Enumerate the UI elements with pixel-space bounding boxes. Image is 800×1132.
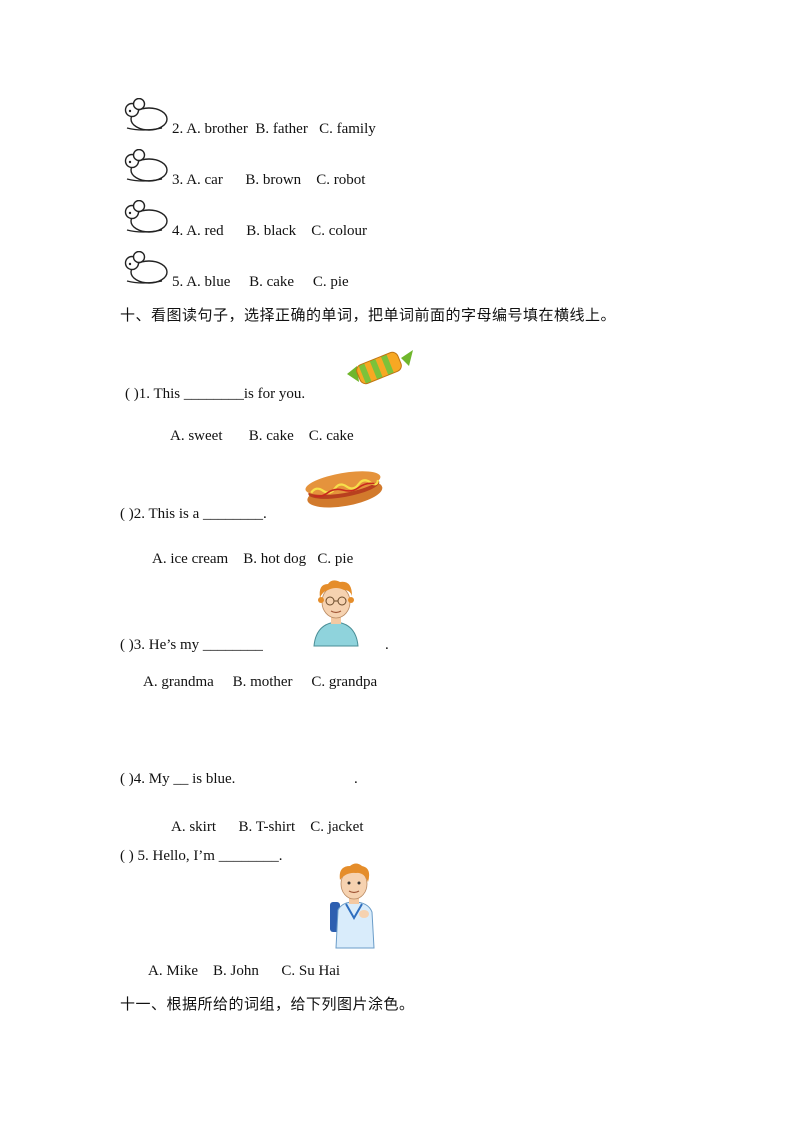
question-2-options: A. ice cream B. hot dog C. pie [152,551,353,568]
option-c: C. pie [312,274,349,290]
question-3-options: A. grandma B. mother C. grandpa [143,674,377,691]
question-1-options: A. sweet B. cake C. cake [170,428,354,445]
option-a: A. red [186,223,224,239]
mouse-icon [124,149,168,182]
option-c: C. family [319,121,376,137]
question-2-stem: ( )2. This is a ________. [120,506,267,522]
question-5-stem: ( ) 5. Hello, I’m ________. [120,848,283,864]
option-c: C. grandpa [311,674,378,690]
option-b: B. hot dog [243,551,307,567]
option-b: B. brown [245,172,302,188]
mouse-icon [124,98,168,131]
question-number: 4. [172,223,184,239]
question-number: 5. [172,274,184,290]
option-c: C. pie [317,551,354,567]
phonics-row-2: 2. A. brother B. father C. family [172,121,376,138]
grandpa-picture [313,580,359,647]
phonics-row-3: 3. A. car B. brown C. robot [172,172,365,189]
phonics-row-4: 4. A. red B. black C. colour [172,223,367,240]
option-b: B. mother [232,674,293,690]
question-3-period: . [385,637,389,653]
option-c: C. colour [311,223,368,239]
option-a: A. brother [186,121,248,137]
option-b: B. cake [248,428,294,444]
question-4-stem: ( )4. My __ is blue. [120,771,236,787]
option-c: C. jacket [310,819,364,835]
option-a: A. skirt [171,819,216,835]
phonics-row-5: 5. A. blue B. cake C. pie [172,274,349,291]
option-a: A. Mike [148,963,198,979]
sweet-candy-picture [347,350,413,385]
option-a: A. sweet [170,428,223,444]
mouse-icon [124,251,168,284]
question-1-stem: ( )1. This ________is for you. [125,386,306,402]
option-c: C. Su Hai [281,963,341,979]
option-b: B. T-shirt [238,819,296,835]
option-a: A. grandma [143,674,214,690]
option-b: B. cake [249,274,295,290]
question-3-stem: ( )3. He’s my ________ [120,637,263,653]
option-a: A. car [186,172,223,188]
question-5-options: A. Mike B. John C. Su Hai [148,963,340,980]
question-4-period: . [354,771,358,787]
hot-dog-picture [305,471,383,508]
option-b: B. father [255,121,308,137]
option-a: A. blue [186,274,231,290]
option-b: B. John [213,963,259,979]
question-4-options: A. skirt B. T-shirt C. jacket [171,819,364,836]
option-b: B. black [246,223,297,239]
section-10-heading: 十、看图读句子，选择正确的单词，把单词前面的字母编号填在横线上。 [120,306,617,324]
question-number: 2. [172,121,184,137]
option-c: C. cake [308,428,354,444]
option-c: C. robot [316,172,366,188]
question-number: 3. [172,172,184,188]
mouse-icon [124,200,168,233]
boy-picture [330,863,375,949]
section-11-heading: 十一、根据所给的词组，给下列图片涂色。 [120,995,415,1013]
option-a: A. ice cream [152,551,229,567]
